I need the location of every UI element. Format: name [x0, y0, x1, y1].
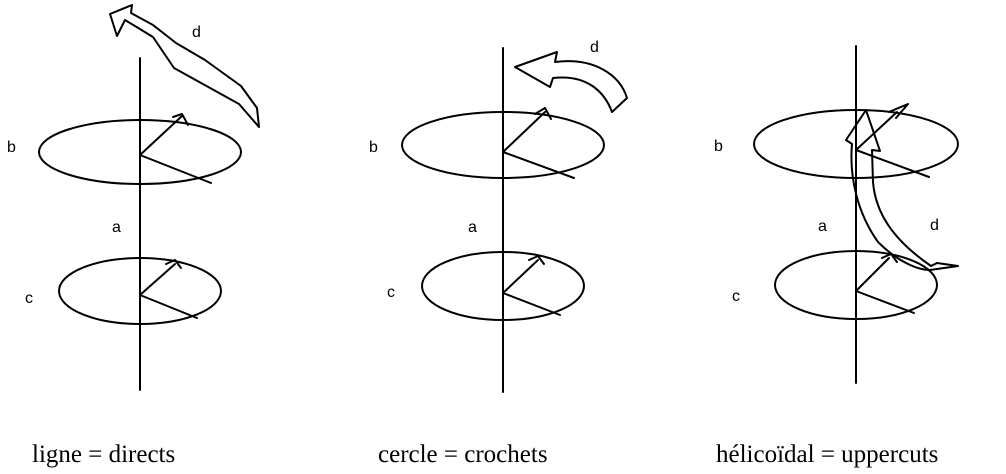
label-b: b: [7, 139, 16, 156]
movement-arrow: [845, 109, 959, 271]
movement-arrow: [514, 51, 628, 113]
upper-vectors: [855, 103, 930, 178]
caption: ligne = directs: [32, 441, 175, 468]
diagram-ligne: a b c d ligne = directs: [7, 4, 260, 468]
caption: cercle = crochets: [378, 441, 548, 468]
diagram-helicoidal: a b c d hélicoïdal = uppercuts: [714, 45, 959, 468]
lower-vectors: [139, 259, 198, 319]
label-a: a: [112, 219, 121, 236]
caption: hélicoïdal = uppercuts: [716, 441, 938, 468]
lower-ellipse: [421, 251, 585, 321]
upper-vectors: [502, 107, 575, 179]
label-a: a: [818, 218, 827, 235]
upper-ellipse: [401, 111, 605, 179]
label-c: c: [732, 288, 740, 305]
label-b: b: [714, 138, 723, 155]
lower-ellipse: [774, 250, 938, 320]
label-c: c: [25, 290, 33, 307]
lower-ellipse: [58, 257, 222, 325]
label-c: c: [387, 284, 395, 301]
label-a: a: [468, 219, 477, 236]
label-d: d: [930, 217, 939, 234]
label-d: d: [590, 39, 599, 56]
diagram-cercle: a b c d cercle = crochets: [369, 39, 628, 468]
movement-arrow: [109, 4, 260, 128]
upper-vectors: [139, 113, 212, 184]
upper-ellipse: [38, 119, 242, 185]
lower-vectors: [502, 255, 561, 316]
label-d: d: [192, 24, 201, 41]
upper-ellipse: [753, 109, 959, 179]
label-b: b: [369, 139, 378, 156]
